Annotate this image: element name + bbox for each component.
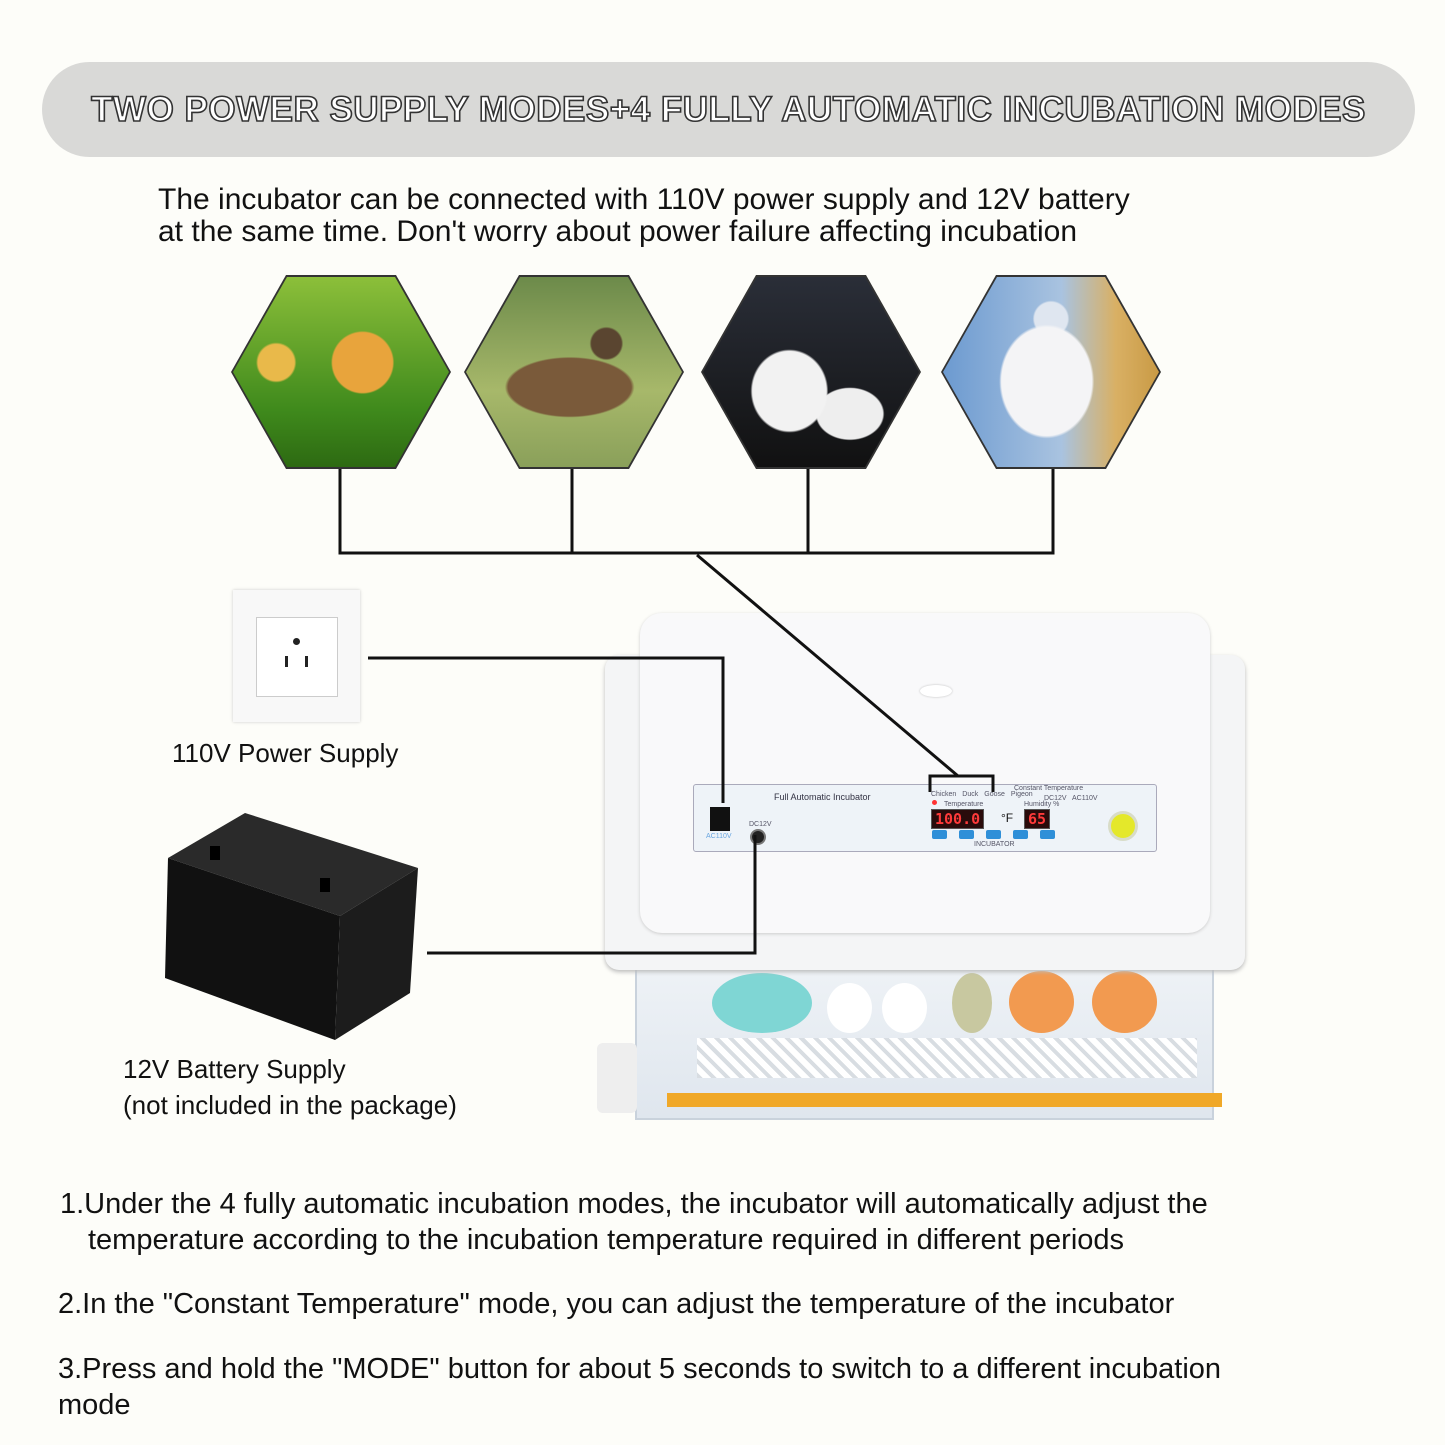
mode-dc: DC12V <box>1044 795 1067 802</box>
pigeon-photo <box>941 275 1161 469</box>
minus-button[interactable] <box>986 830 1001 839</box>
mode-led-active <box>932 800 937 805</box>
temperature-display: 100.0 <box>931 809 985 829</box>
ac-label: AC110V <box>706 833 732 840</box>
dc-label: DC12V <box>749 821 772 828</box>
battery-label-2: (not included in the package) <box>123 1090 457 1120</box>
control-panel: AC110V DC12V Full Automatic Incubator Ch… <box>693 784 1157 852</box>
panel-footer: INCUBATOR <box>974 841 1015 848</box>
power-switch[interactable] <box>710 807 730 831</box>
light-button[interactable] <box>1108 811 1138 841</box>
mode-goose: Goose <box>984 791 1005 798</box>
intro-line-1: The incubator can be connected with 110V… <box>158 183 1130 216</box>
egg-tray <box>635 968 1222 1120</box>
mode-duck: Duck <box>962 791 979 798</box>
note-3-line-2: mode <box>58 1389 131 1421</box>
goose-photo <box>701 275 921 469</box>
mode-button[interactable] <box>1013 830 1028 839</box>
note-3-line-1: 3.Press and hold the "MODE" button for a… <box>58 1353 1222 1385</box>
wall-outlet-image <box>233 590 360 722</box>
intro-line-2: at the same time. Don't worry about powe… <box>158 215 1077 248</box>
note-2: 2.In the "Constant Temperature" mode, yo… <box>58 1288 1175 1320</box>
battery-image <box>165 813 418 1040</box>
fan-button[interactable] <box>1040 830 1055 839</box>
mode-pigeon: Pigeon <box>1010 791 1033 798</box>
temperature-label: Temperature <box>944 801 984 808</box>
mode-ac: AC110V <box>1072 795 1098 802</box>
outlet-plate <box>256 617 338 697</box>
title-text: TWO POWER SUPPLY MODES+4 FULLY AUTOMATIC… <box>90 89 1366 130</box>
mode-chicken: Chicken <box>931 791 957 798</box>
power-supply-label: 110V Power Supply <box>172 738 399 768</box>
note-1-line-1: 1.Under the 4 fully automatic incubation… <box>60 1188 1208 1220</box>
humidity-display: 65 <box>1024 809 1051 829</box>
humidity-label: Humidity % <box>1024 801 1060 808</box>
mode-labels: Chicken Duck Goose Pigeon Constant Tempe… <box>931 791 1033 798</box>
mode-constant-temp: Constant Temperature <box>1014 785 1084 792</box>
plus-button[interactable] <box>959 830 974 839</box>
panel-brand: Full Automatic Incubator <box>774 792 871 802</box>
chicken-photo <box>231 275 451 469</box>
title-banner: TWO POWER SUPPLY MODES+4 FULLY AUTOMATIC… <box>42 62 1415 157</box>
note-1-line-2: temperature according to the incubation … <box>88 1224 1125 1256</box>
temperature-unit: °F <box>1001 811 1014 825</box>
incubator-image: AC110V DC12V Full Automatic Incubator Ch… <box>597 613 1245 1123</box>
battery-label-1: 12V Battery Supply <box>123 1054 346 1084</box>
set-button[interactable] <box>932 830 947 839</box>
